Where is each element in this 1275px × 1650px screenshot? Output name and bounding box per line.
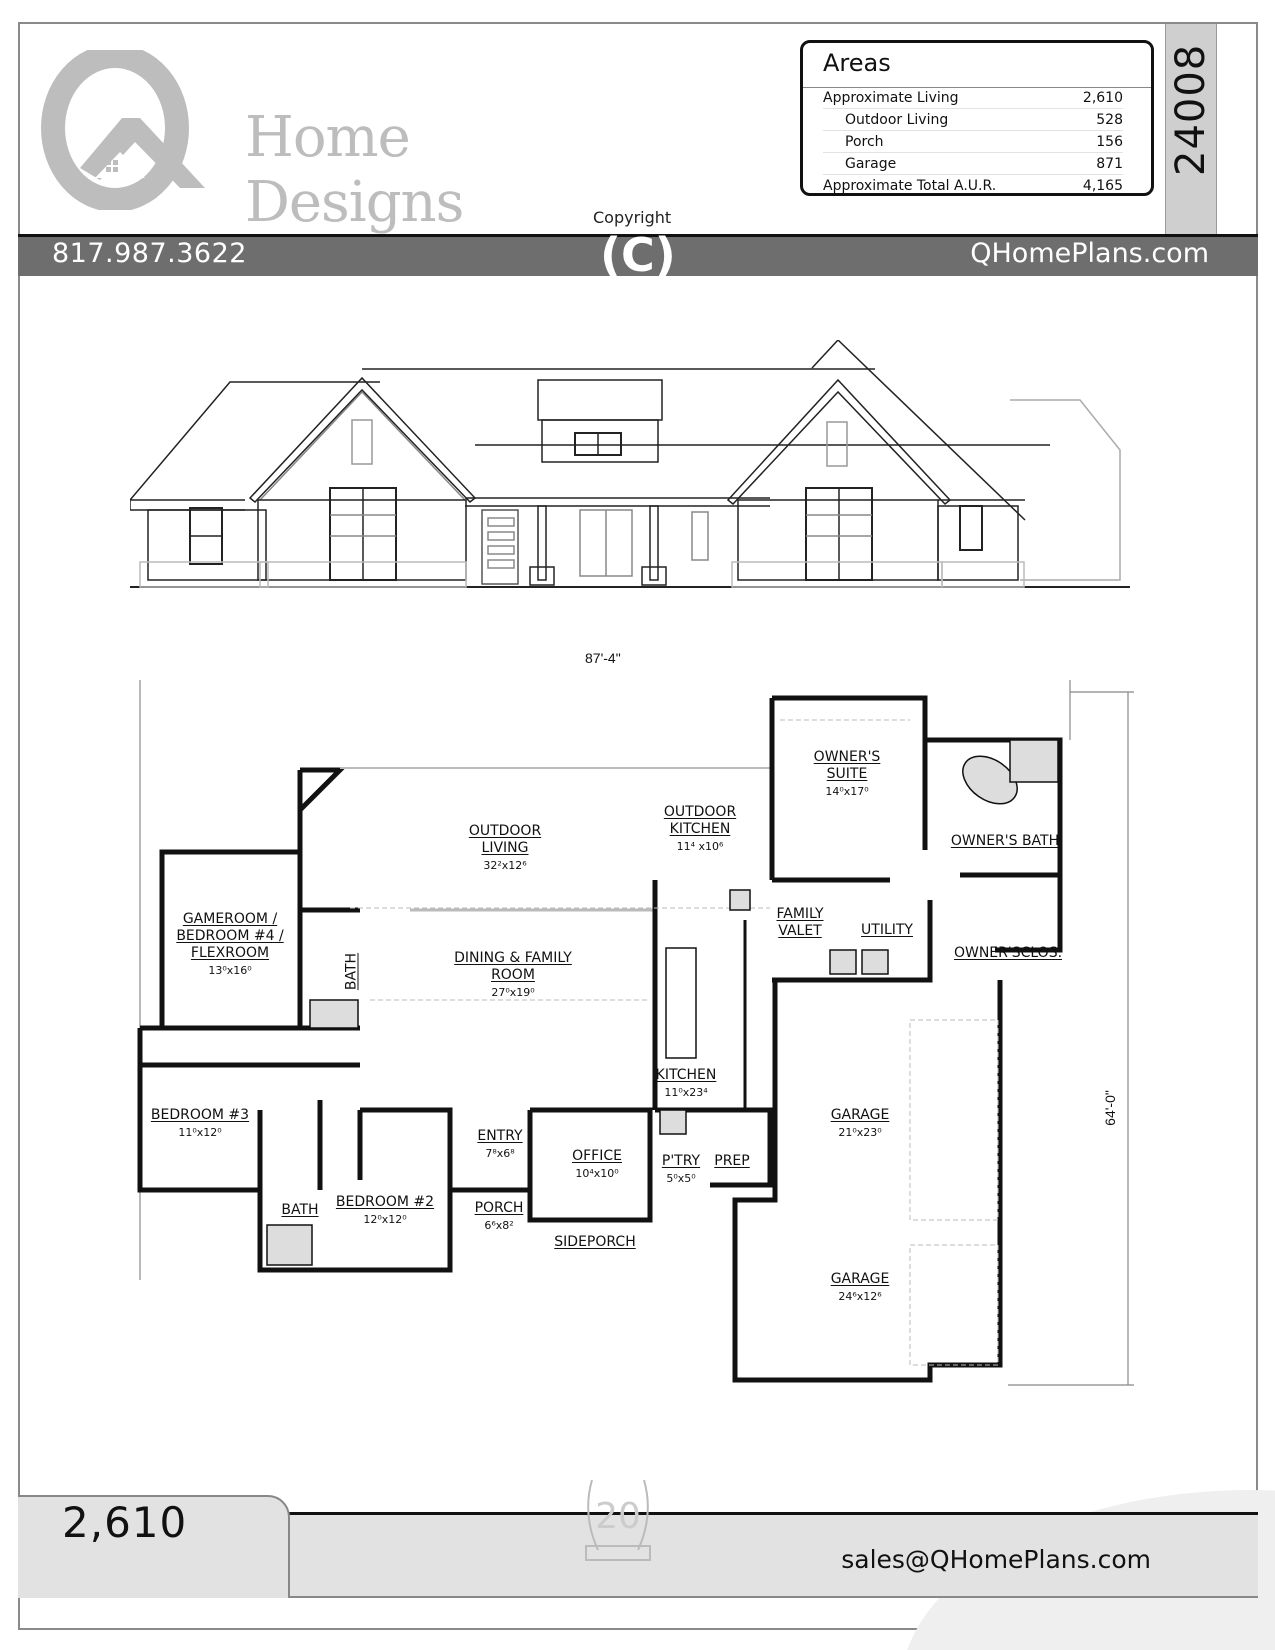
svg-text:20: 20 bbox=[595, 1496, 641, 1537]
depth-dimension: 64'-0" bbox=[1101, 1090, 1118, 1126]
area-label: Porch bbox=[845, 134, 884, 150]
areas-row: Porch 156 bbox=[823, 131, 1123, 153]
front-elevation-drawing bbox=[130, 340, 1130, 588]
sales-email-link[interactable]: sales@QHomePlans.com bbox=[841, 1545, 1151, 1574]
area-value: 2,610 bbox=[1082, 90, 1123, 106]
area-value: 871 bbox=[1096, 156, 1123, 172]
copyright-label: Copyright bbox=[593, 208, 672, 227]
phone-number[interactable]: 817.987.3622 bbox=[52, 238, 247, 269]
contact-bar bbox=[18, 234, 1258, 276]
page-frame bbox=[18, 22, 1258, 1630]
areas-row: Garage 871 bbox=[823, 153, 1123, 175]
areas-table: Areas Approximate Living 2,610 Outdoor L… bbox=[800, 40, 1154, 196]
area-value: 528 bbox=[1096, 112, 1123, 128]
website-link[interactable]: QHomePlans.com bbox=[970, 238, 1209, 269]
areas-row: Approximate Total A.U.R. 4,165 bbox=[823, 175, 1123, 197]
square-footage: 2,610 bbox=[62, 1498, 188, 1547]
areas-row: Outdoor Living 528 bbox=[823, 109, 1123, 131]
area-value: 4,165 bbox=[1082, 178, 1123, 194]
company-logo: Home Designs bbox=[40, 44, 640, 235]
q-house-logo-icon bbox=[41, 44, 205, 212]
area-label: Approximate Total A.U.R. bbox=[823, 178, 997, 194]
room-prep: PREP bbox=[714, 1153, 750, 1169]
room-bath-2: BATH bbox=[281, 1202, 319, 1218]
areas-title: Areas bbox=[823, 49, 891, 77]
divider bbox=[803, 87, 1151, 88]
room-owners-bath: OWNER'S BATH bbox=[950, 833, 1060, 849]
anniversary-badge-icon: 20 bbox=[585, 1479, 651, 1561]
area-label: Approximate Living bbox=[823, 90, 959, 106]
width-dimension: 87'-4" bbox=[585, 650, 621, 666]
room-utility: UTILITY bbox=[861, 922, 913, 938]
areas-row: Approximate Living 2,610 bbox=[823, 87, 1123, 109]
plan-number-tab bbox=[1165, 24, 1217, 234]
room-bath-1: BATH bbox=[343, 952, 360, 991]
area-label: Garage bbox=[845, 156, 897, 172]
floor-plan-walls bbox=[137, 680, 1134, 1386]
square-footage-tab bbox=[18, 1495, 290, 1598]
area-value: 156 bbox=[1096, 134, 1123, 150]
plan-number: 24008 bbox=[1168, 43, 1214, 176]
room-family-valet: FAMILY VALET bbox=[776, 906, 824, 939]
area-label: Outdoor Living bbox=[845, 112, 949, 128]
brand-name: Home Designs bbox=[245, 105, 464, 235]
room-owners-closet: OWNER'SCLOS. bbox=[953, 945, 1063, 961]
room-sideporch: SIDEPORCH bbox=[554, 1234, 636, 1250]
copyright-icon: (C) bbox=[600, 228, 676, 282]
